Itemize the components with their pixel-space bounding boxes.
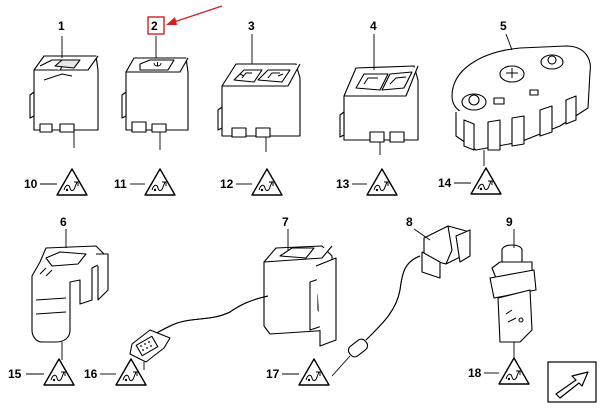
- warning-triangle-icon: [298, 358, 330, 386]
- callout-7: 7: [282, 215, 289, 229]
- callout-15: 15: [8, 367, 22, 381]
- callout-8: 8: [406, 215, 413, 229]
- part-9-push-sensor: [489, 229, 537, 360]
- warning-triangle-icon: [366, 168, 398, 196]
- callout-2: 2: [151, 19, 158, 33]
- warning-triangle-icon: [43, 358, 75, 386]
- callout-11: 11: [114, 177, 127, 191]
- callout-18: 18: [468, 366, 482, 380]
- warning-triangle-icon: [56, 168, 88, 196]
- callout-14: 14: [438, 176, 452, 190]
- callout-10: 10: [24, 177, 38, 191]
- callout-12: 12: [220, 177, 234, 191]
- callout-5: 5: [500, 19, 507, 33]
- part-8-bracket-sensor: [331, 225, 471, 377]
- part-2-switch: [121, 36, 189, 150]
- arrow-corner-icon: [547, 361, 597, 403]
- warning-triangle-icon: [144, 168, 176, 196]
- part-7-cable-switch: [129, 229, 337, 370]
- part-4-switch: [339, 34, 419, 155]
- warning-triangle-icon: [498, 357, 530, 385]
- part-6-sensor: [31, 229, 109, 360]
- callout-4: 4: [370, 19, 377, 33]
- highlight-box: [147, 16, 165, 35]
- callout-13: 13: [336, 177, 350, 191]
- part-3-switch: [217, 34, 301, 152]
- part-1-switch: [29, 36, 99, 148]
- callout-6: 6: [60, 215, 67, 229]
- callout-9: 9: [506, 215, 513, 229]
- callout-1: 1: [58, 19, 65, 33]
- warning-triangle-icon: [470, 167, 502, 195]
- callout-3: 3: [248, 19, 255, 33]
- highlight-arrow-icon: [166, 5, 223, 25]
- warning-triangle-icon: [251, 168, 283, 196]
- callout-17: 17: [266, 367, 280, 381]
- warning-triangle-icon: [115, 358, 147, 386]
- callout-16: 16: [84, 367, 98, 381]
- part-5-control-panel: [451, 33, 591, 166]
